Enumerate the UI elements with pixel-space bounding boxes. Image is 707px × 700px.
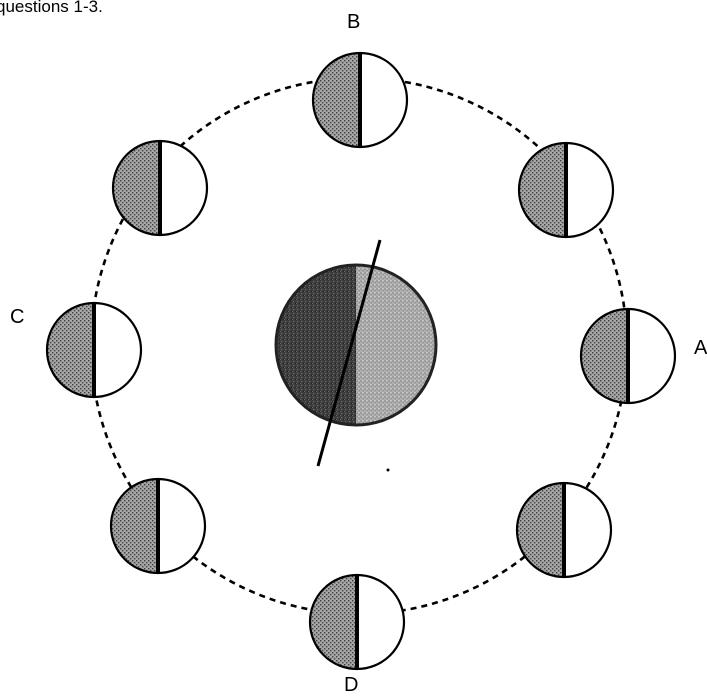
moon-lower-right-dark-side [517,483,564,577]
earth-night-side [276,265,356,425]
stray-dot [387,469,390,472]
moon-upper-right [519,143,613,237]
moon-upper-left [113,141,207,235]
moon-b-dark-side [313,53,360,147]
label-c: C [10,306,24,328]
moon-upper-right-dark-side [519,143,566,237]
moon-lower-right [517,483,611,577]
label-d: D [344,674,358,696]
moon-a-dark-side [581,309,628,403]
header-fragment: questions 1-3. [0,0,103,16]
moon-c-dark-side [47,303,94,397]
moon-a [581,309,675,403]
moon-lower-left [111,479,205,573]
label-b: B [347,11,360,33]
moon-d-dark-side [310,575,357,669]
moon-c [47,303,141,397]
moon-d [310,575,404,669]
moon-lower-left-dark-side [111,479,158,573]
moon-b [313,53,407,147]
label-a: A [694,337,707,359]
earth [276,240,436,472]
moon-upper-left-dark-side [113,141,160,235]
